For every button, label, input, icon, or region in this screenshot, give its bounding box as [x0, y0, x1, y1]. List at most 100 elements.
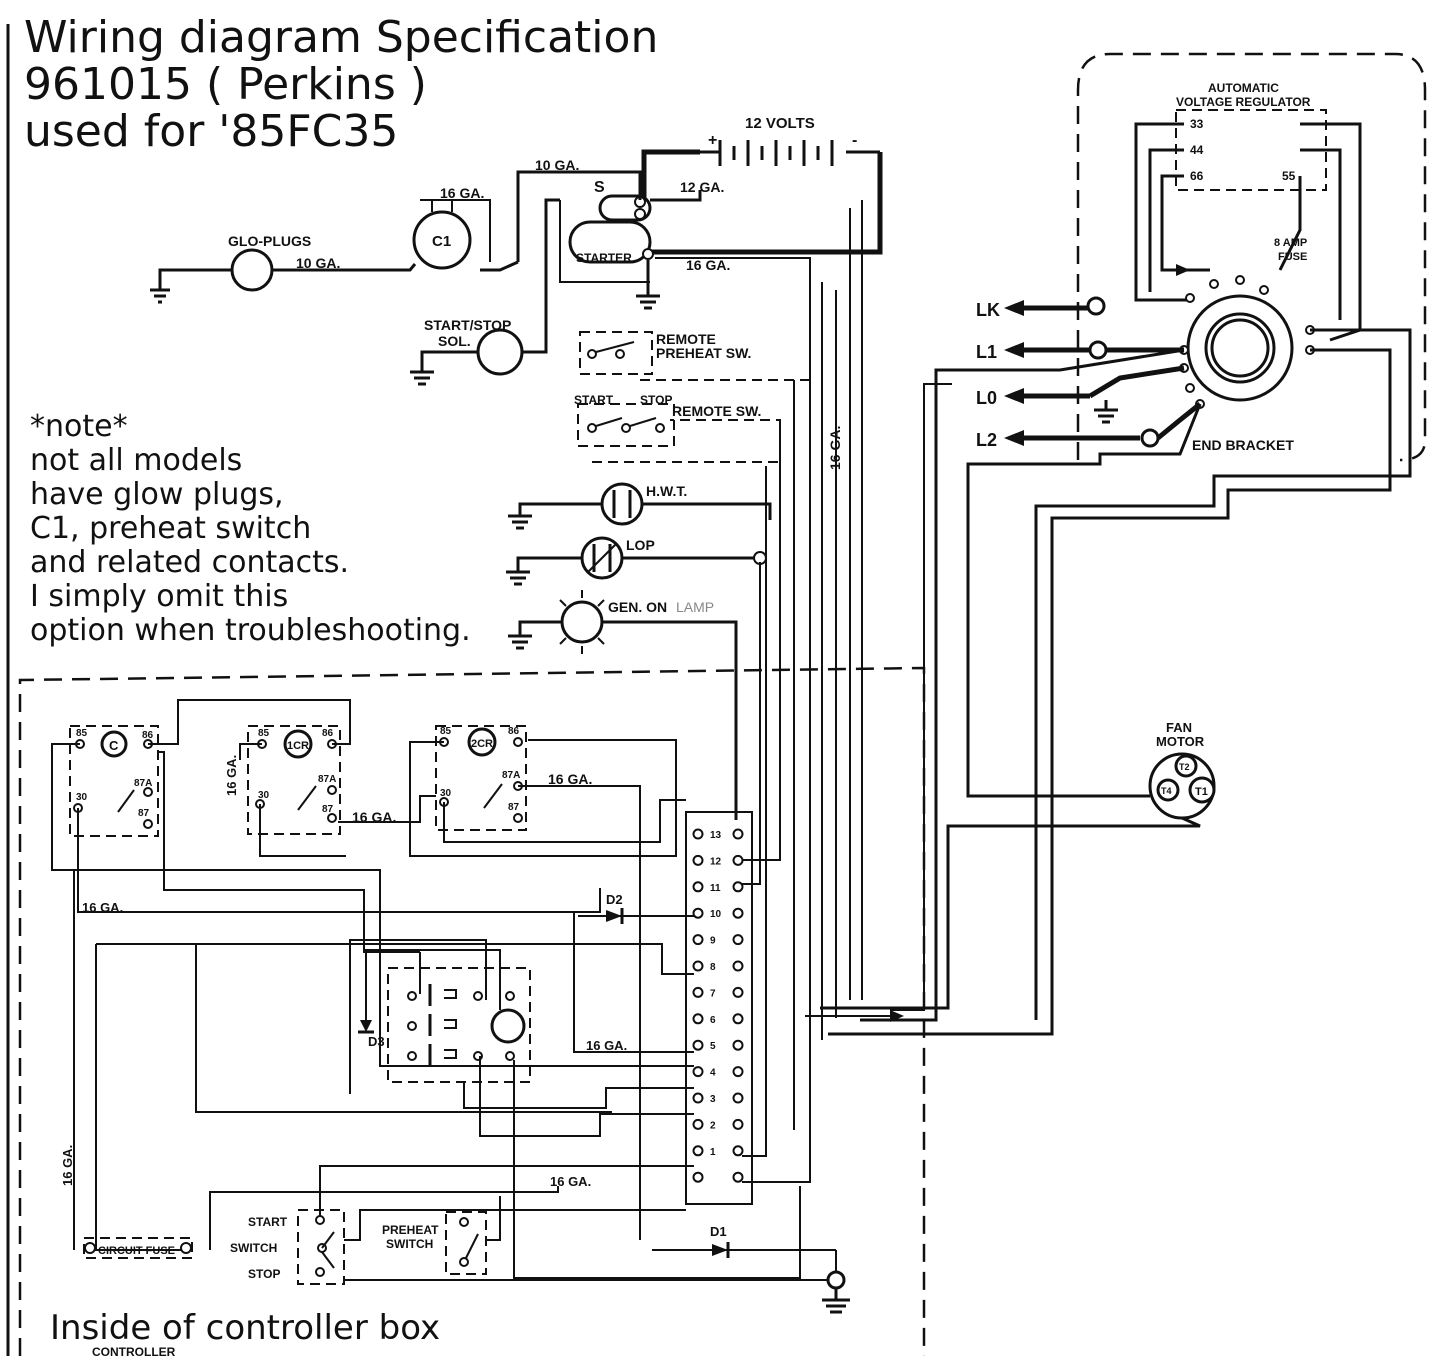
wire-16ga-starter-label: 16 GA.: [686, 257, 730, 273]
output-leads: LK L1 L0 L2: [976, 296, 1202, 450]
relay-1cr-85-wire: [239, 743, 262, 760]
relay-1cr-label: 1CR: [287, 740, 309, 752]
avr-wire-minus: [1300, 122, 1362, 342]
start-stop-sol-label-2: SOL.: [438, 333, 471, 349]
d3-label: D3: [368, 1034, 385, 1049]
solenoid-ground-wire: [420, 350, 478, 372]
terminal-right: [732, 1066, 744, 1078]
preheat-switch-label-a: PREHEAT: [382, 1223, 439, 1237]
gen-aux-wire: [1034, 328, 1412, 1020]
terminal-left: [692, 1171, 704, 1183]
start-switch-wire-3: [344, 1209, 686, 1241]
fan-return-wire: [820, 816, 1201, 1010]
relay-2cr: 2CR 85 86 30 87A 87: [435, 725, 527, 831]
l0-label: L0: [976, 388, 997, 408]
terminal-number: 1: [710, 1147, 716, 1158]
terminal-left: [692, 986, 704, 998]
remote-preheat-label-2: PREHEAT SW.: [656, 345, 751, 361]
relay-2cr-wire-label: 16 GA.: [548, 771, 592, 787]
terminal-number: 13: [710, 830, 722, 841]
terminal-row: 4: [692, 1066, 744, 1079]
relay-2cr-30-wire: [443, 799, 686, 843]
fan-label-2: MOTOR: [1156, 734, 1205, 749]
terminal-right: [732, 881, 744, 893]
relay-2cr-t87: 87: [508, 802, 520, 813]
avr-end-bracket-box: [1076, 52, 1427, 462]
gen-on-lamp-icon: [559, 590, 605, 654]
avr-wire-plus: [1300, 148, 1342, 320]
generator-icon: [1179, 275, 1315, 409]
terminal-row: 10: [692, 907, 744, 920]
relay-1cr-t30: 30: [258, 790, 270, 801]
terminal-left: [692, 934, 704, 946]
relay-c-t87a: 87A: [134, 778, 152, 789]
title-line-1: Wiring diagram Specification: [24, 12, 659, 63]
fan-feed-wire: [966, 403, 1202, 798]
lop-ground-icon: [506, 570, 530, 586]
start-switch-label-c: STOP: [248, 1267, 280, 1281]
terminal-left: [692, 1013, 704, 1025]
avr-t44-label: 44: [1190, 143, 1204, 157]
terminal-row: 6: [692, 1013, 744, 1026]
remote-start-label: START: [574, 393, 614, 407]
relay-1cr-t85: 85: [258, 728, 270, 739]
terminal-number: 4: [710, 1068, 716, 1079]
terminal-left: [692, 828, 704, 840]
controller-box-caption: Inside of controller box: [50, 1308, 441, 1348]
relay-1cr-t87a: 87A: [318, 774, 336, 785]
terminal-number: 7: [710, 988, 716, 999]
left-loop-wire-2: [96, 943, 694, 975]
terminal-row: 13: [692, 828, 744, 841]
terminal-left: [692, 1092, 704, 1104]
starter-ground-icon: [636, 294, 660, 310]
relay-c: C 85 86 30 87A 87: [69, 725, 159, 837]
starter-motor: STARTER S: [568, 179, 654, 265]
terminal-left: [692, 1145, 704, 1157]
c1-contact-a: [392, 263, 417, 272]
avr-t33-label: 33: [1190, 117, 1204, 131]
lop-sensor: [580, 536, 624, 580]
terminal-right: [732, 1171, 744, 1183]
module-wire-d: [479, 1056, 694, 1137]
hwt-wire: [642, 502, 772, 520]
start-switch-wire-1: [319, 1165, 694, 1216]
relay-c-t87: 87: [138, 808, 150, 819]
lk-label: LK: [976, 300, 1000, 320]
module-wire-f-label: 16 GA.: [586, 1038, 627, 1053]
relay-c-86-link: [148, 699, 351, 745]
bundle-wire-1: [742, 272, 811, 1183]
relay-c-85-wire: [51, 743, 694, 1067]
terminal-row: 11: [692, 881, 744, 894]
terminal-left: [692, 907, 704, 919]
left-loop-wire-1: [95, 944, 190, 1251]
terminal-left: [692, 854, 704, 866]
hwt-ground-wire: [518, 502, 602, 516]
note-line-5: and related contacts.: [30, 545, 350, 580]
diode-d1: [652, 1242, 836, 1258]
module-d3-wire: [365, 949, 501, 1020]
start-switch: [297, 1209, 345, 1285]
battery-plus-label: +: [708, 132, 717, 149]
relay-2cr-t87a: 87A: [502, 770, 520, 781]
remote-preheat-switch: [579, 331, 653, 375]
starter-wire: [559, 200, 650, 283]
terminal-number: 12: [710, 856, 722, 867]
note-line-1: *note*: [30, 409, 128, 444]
end-bracket-label: END BRACKET: [1192, 437, 1294, 453]
relay-2cr-87a-wire: [518, 785, 641, 1240]
terminal-left: [692, 1066, 704, 1078]
relay-1cr-87-wire: [338, 795, 436, 823]
terminal-right: [732, 907, 744, 919]
l1-run-wire: [860, 348, 1185, 1022]
fan-t1-label: T1: [1195, 786, 1208, 798]
module-wire-c: [463, 1082, 694, 1109]
avr-label-1: AUTOMATIC: [1208, 81, 1279, 95]
circuit-fuse: [83, 1237, 193, 1259]
relay-2cr-t30: 30: [440, 788, 452, 799]
relay-2cr-t85: 85: [440, 726, 452, 737]
lop-label: LOP: [626, 537, 655, 553]
terminal-row: 3: [692, 1092, 744, 1105]
terminal-row: 5: [692, 1039, 744, 1052]
starter-label: STARTER: [576, 251, 632, 265]
